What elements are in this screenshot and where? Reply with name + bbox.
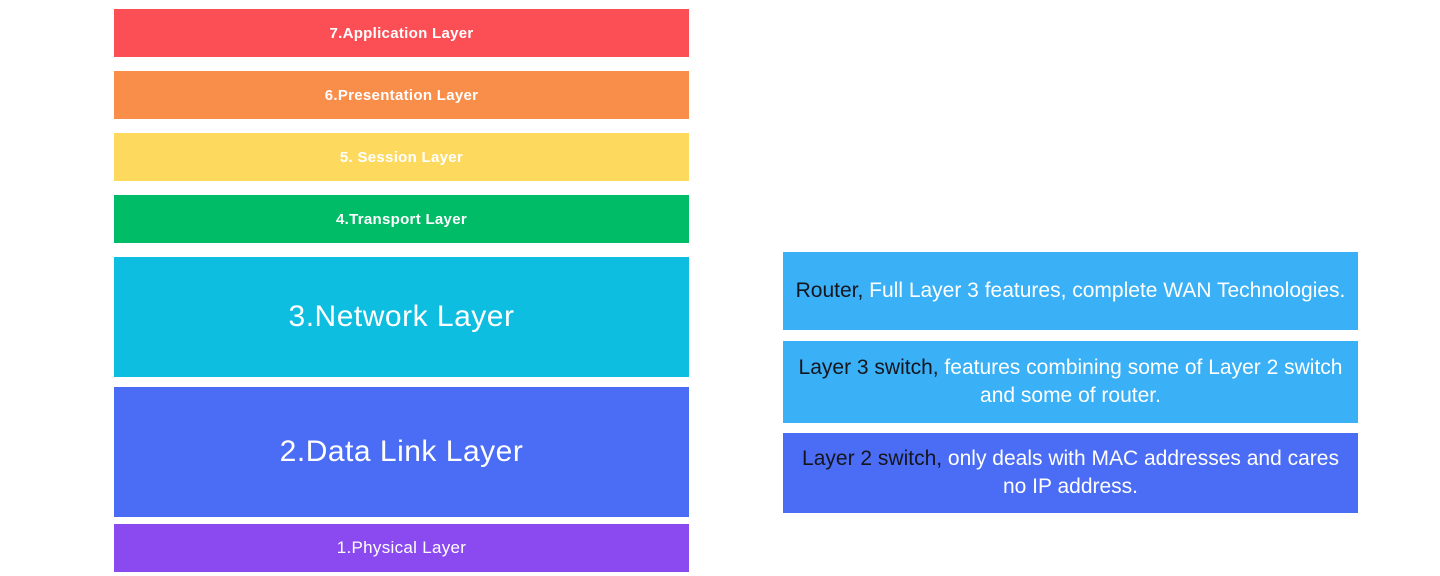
device-note-layer3-switch-lead: Layer 3 switch,	[798, 356, 939, 379]
device-note-layer2-switch-rest: only deals with MAC addresses and cares …	[942, 447, 1339, 498]
device-note-router-rest: Full Layer 3 features, complete WAN Tech…	[863, 279, 1346, 302]
osi-layer-presentation: 6.Presentation Layer	[114, 71, 689, 119]
osi-layer-physical: 1.Physical Layer	[114, 524, 689, 572]
device-note-layer3-switch-text: Layer 3 switch, features combining some …	[789, 354, 1352, 410]
osi-layer-network: 3.Network Layer	[114, 257, 689, 377]
osi-layer-application-label: 7.Application Layer	[329, 24, 474, 42]
osi-layer-session: 5. Session Layer	[114, 133, 689, 181]
device-note-router-lead: Router,	[795, 279, 864, 302]
device-note-layer2-switch-text: Layer 2 switch, only deals with MAC addr…	[789, 445, 1352, 501]
device-note-router-text: Router, Full Layer 3 features, complete …	[796, 277, 1346, 305]
device-note-layer2-switch: Layer 2 switch, only deals with MAC addr…	[783, 433, 1358, 513]
osi-layer-data-link-label: 2.Data Link Layer	[279, 435, 524, 468]
osi-layer-presentation-label: 6.Presentation Layer	[324, 86, 479, 104]
osi-layer-physical-label: 1.Physical Layer	[336, 538, 467, 557]
osi-layer-data-link: 2.Data Link Layer	[114, 387, 689, 517]
osi-layer-transport: 4.Transport Layer	[114, 195, 689, 243]
osi-layer-transport-label: 4.Transport Layer	[336, 210, 467, 228]
osi-layer-session-label: 5. Session Layer	[339, 148, 464, 166]
osi-layer-network-label: 3.Network Layer	[288, 300, 515, 333]
device-note-layer3-switch-rest: features combining some of Layer 2 switc…	[938, 356, 1343, 407]
osi-layer-application: 7.Application Layer	[114, 9, 689, 57]
device-note-router: Router, Full Layer 3 features, complete …	[783, 252, 1358, 330]
device-note-layer3-switch: Layer 3 switch, features combining some …	[783, 341, 1358, 423]
device-note-layer2-switch-lead: Layer 2 switch,	[802, 447, 943, 470]
